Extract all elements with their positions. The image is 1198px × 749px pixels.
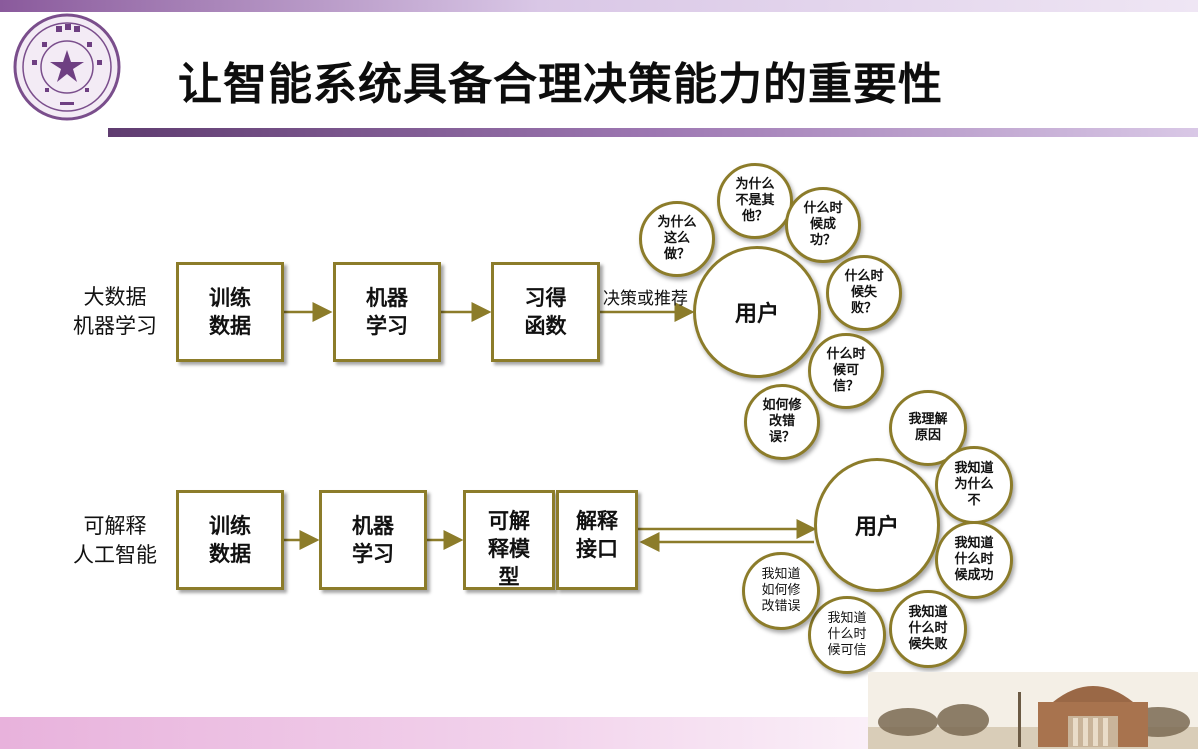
answer-know-why-not: 我知道 为什么 不: [935, 446, 1013, 524]
row1-label: 大数据 机器学习: [73, 285, 157, 338]
row1-training-data-box: 训练 数据: [176, 262, 284, 362]
question-when-fail: 什么时 候失 败？: [826, 255, 902, 331]
row2-training-data-box: 训练 数据: [176, 490, 284, 590]
question-why-not-other: 为什么 不是其 他？: [717, 163, 793, 239]
explanation-interface-box: 解释 接口: [556, 490, 638, 590]
row2-user-circle: 用户: [814, 458, 940, 592]
question-why-this: 为什么 这么 做？: [639, 201, 715, 277]
page-title: 让智能系统具备合理决策能力的重要性: [178, 59, 943, 110]
university-seal-logo: [13, 13, 121, 121]
row1-user-circle: 用户: [693, 246, 821, 378]
explainable-model-box: 可解 释模 型: [463, 490, 555, 590]
row2-label: 可解释 人工智能: [73, 514, 157, 567]
answer-know-when-trust: 我知道 什么时 候可信: [808, 596, 886, 674]
row1-machine-learning-box: 机器 学习: [333, 262, 441, 362]
campus-building-image: [868, 672, 1198, 749]
row1-learned-function-box: 习得 函数: [491, 262, 600, 362]
question-when-trust: 什么时 候可 信？: [808, 333, 884, 409]
answer-know-when-fail: 我知道 什么时 候失败: [889, 590, 967, 668]
question-when-succeed: 什么时 候成 功？: [785, 187, 861, 263]
top-gradient-bar: [0, 0, 1198, 12]
answer-know-how-fix: 我知道 如何修 改错误: [742, 552, 820, 630]
title-underline: [108, 128, 1198, 137]
row2-machine-learning-box: 机器 学习: [319, 490, 427, 590]
question-how-fix-errors: 如何修 改错 误？: [744, 384, 820, 460]
decision-or-recommendation-label: 决策或推荐: [603, 289, 688, 309]
answer-know-when-succeed: 我知道 什么时 候成功: [935, 521, 1013, 599]
